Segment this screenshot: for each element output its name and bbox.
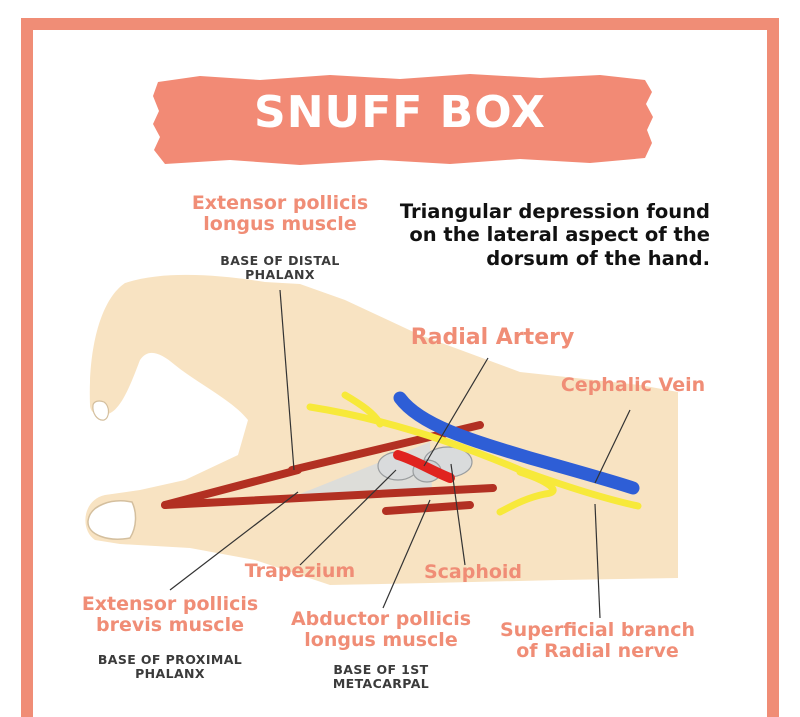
label-trapezium: Trapezium	[244, 560, 356, 582]
hand-silhouette	[85, 274, 678, 585]
leader-scaphoid	[450, 463, 466, 566]
title-banner	[153, 74, 653, 165]
label-apl-name: Abductor pollicis longus muscle	[290, 608, 472, 651]
label-apl-attach: BASE OF 1ST METACARPAL	[332, 662, 430, 691]
radial-nerve	[306, 403, 642, 510]
leader-epl	[279, 289, 295, 471]
label-scaphoid: Scaphoid	[423, 561, 523, 583]
label-epb-name: Extensor pollicis brevis muscle	[81, 593, 259, 636]
leader-radial-artery	[423, 357, 489, 467]
page-title: SNUFF BOX	[254, 87, 546, 138]
finger-nail	[92, 400, 110, 421]
thumb-nail	[87, 500, 137, 540]
leader-epb	[169, 491, 299, 591]
radial-artery	[393, 450, 455, 483]
leader-apl	[382, 499, 431, 609]
radial-nerve-branch-2	[496, 468, 557, 516]
epb-tendon	[161, 466, 302, 509]
leader-cephalic-vein	[594, 409, 631, 484]
epb-tendon-lower	[161, 484, 497, 509]
apl-tendon	[382, 501, 474, 515]
label-radial-artery: Radial Artery	[410, 325, 575, 350]
leader-trapezium	[299, 469, 397, 566]
description-text: Triangular depression found on the later…	[399, 200, 710, 270]
label-epl-attach: BASE OF DISTAL PHALANX	[220, 253, 340, 282]
label-epb-attach: BASE OF PROXIMAL PHALANX	[97, 652, 243, 681]
frame-border	[21, 18, 779, 717]
label-cephalic-vein: Cephalic Vein	[560, 374, 706, 396]
leader-nerve	[594, 503, 601, 619]
label-epl-name: Extensor pollicis longus muscle	[191, 192, 369, 235]
cephalic-vein	[393, 391, 640, 495]
label-radial-nerve: Superficial branch of Radial nerve	[500, 619, 695, 662]
radial-nerve-branch-1	[341, 391, 384, 428]
